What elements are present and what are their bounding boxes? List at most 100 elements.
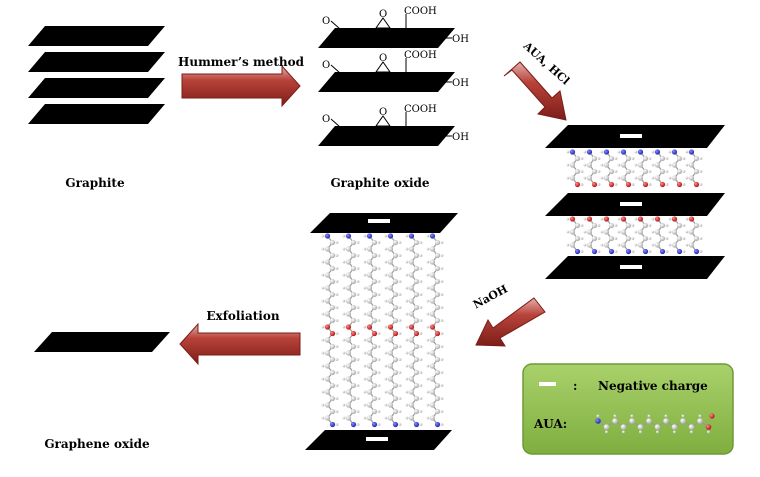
carbon-atom (324, 272, 331, 278)
carbon-atom (617, 217, 621, 221)
carbon-atom (363, 299, 367, 303)
carbon-atom (654, 424, 661, 430)
carbon-atom (366, 259, 373, 265)
carbon-atom (566, 163, 570, 167)
carbon-atom (429, 272, 436, 278)
carbon-atom (366, 337, 373, 343)
carbon-atom (620, 229, 627, 235)
carbon-atom (387, 285, 394, 291)
carbon-atom (426, 338, 430, 342)
carbon-atom (614, 183, 618, 186)
graphite-label: Graphite (65, 176, 125, 190)
carbon-atom (685, 230, 689, 234)
carbon-atom (405, 247, 409, 251)
carbon-atom (405, 338, 409, 342)
oxygen-atom (329, 330, 336, 337)
carbon-atom (408, 298, 415, 304)
carbon-atom (329, 278, 336, 285)
carbon-atom (377, 397, 381, 400)
carbon-atom (356, 371, 360, 374)
carbon-atom (329, 395, 336, 402)
carbon-atom (419, 345, 423, 348)
carbon-atom (597, 170, 601, 173)
carbon-atom (637, 175, 644, 181)
carbon-atom (426, 299, 430, 303)
exfoliation-label: Exfoliation (206, 309, 279, 323)
carbon-atom (668, 176, 672, 180)
carbon-atom (434, 252, 441, 259)
graphite-oxide-sheet (318, 126, 455, 146)
aua-chain (426, 233, 444, 428)
carbon-atom (574, 235, 581, 242)
nitrogen-atom (688, 149, 695, 155)
epoxide-oxygen-label: O (379, 107, 387, 118)
aua-chain (566, 216, 584, 255)
carbon-atom (583, 150, 587, 154)
carbon-atom (342, 416, 346, 420)
oxygen-atom (620, 216, 627, 222)
carbon-atom (429, 350, 436, 356)
carbon-atom (321, 325, 325, 329)
cooh-label: COOH (404, 50, 437, 61)
carbon-atom (321, 273, 325, 277)
carbon-atom (398, 371, 402, 374)
carbon-atom (366, 246, 373, 252)
carbon-atom (329, 304, 336, 311)
carbon-atom (586, 162, 593, 168)
carbon-atom (659, 155, 666, 162)
carbon-atom (605, 430, 608, 434)
carbon-atom (685, 243, 689, 247)
carbon-atom (440, 319, 444, 322)
carbon-atom (408, 363, 415, 369)
carbon-atom (329, 382, 336, 389)
carbon-atom (634, 163, 638, 167)
carbon-atom (384, 351, 388, 355)
carbon-atom (617, 243, 621, 247)
graphite-oxide-label: Graphite oxide (330, 176, 429, 190)
carbon-atom (324, 285, 331, 291)
epoxide-group (375, 115, 391, 127)
carbon-atom (371, 343, 378, 350)
carbon-atom (656, 430, 659, 434)
carbon-atom (680, 418, 686, 424)
nitrogen-atom (693, 248, 700, 255)
carbon-atom (614, 170, 618, 173)
carbon-atom (363, 390, 367, 394)
nitrogen-atom (671, 149, 678, 155)
nitrogen-atom (642, 248, 649, 255)
oxygen-atom (676, 181, 683, 188)
aua-chain (384, 233, 402, 428)
aua-chain (617, 216, 635, 255)
carbon-atom (634, 176, 638, 180)
carbon-atom (586, 175, 593, 181)
carbon-atom (384, 247, 388, 251)
carbon-atom (345, 350, 352, 356)
nitrogen-atom (591, 248, 598, 255)
carbon-atom (366, 415, 373, 421)
carbon-atom (392, 252, 399, 259)
epoxide-oxygen-label: O (379, 9, 387, 20)
carbon-atom (345, 285, 352, 291)
cooh-label: COOH (404, 6, 437, 17)
carbon-atom (608, 222, 615, 229)
carbon-atom (324, 246, 331, 252)
oxygen-atom (413, 330, 420, 337)
carbon-atom (620, 162, 627, 168)
carbon-atom (426, 390, 430, 394)
carbon-atom (651, 243, 655, 247)
carbon-atom (342, 403, 346, 407)
carbon-atom (583, 243, 587, 247)
hydroxyl-label: OH (452, 34, 469, 45)
legend-box: : Negative charge AUA: (522, 363, 734, 455)
carbon-atom (387, 350, 394, 356)
carbon-atom (321, 286, 325, 290)
carbon-atom (356, 267, 360, 270)
carbon-atom (350, 369, 357, 376)
aua-chain (342, 233, 360, 428)
aua-chain (651, 149, 669, 188)
carbon-atom (324, 402, 331, 408)
carbon-atom (350, 239, 357, 246)
carbon-atom (345, 298, 352, 304)
carbon-atom (324, 415, 331, 421)
carbon-atom (392, 408, 399, 415)
